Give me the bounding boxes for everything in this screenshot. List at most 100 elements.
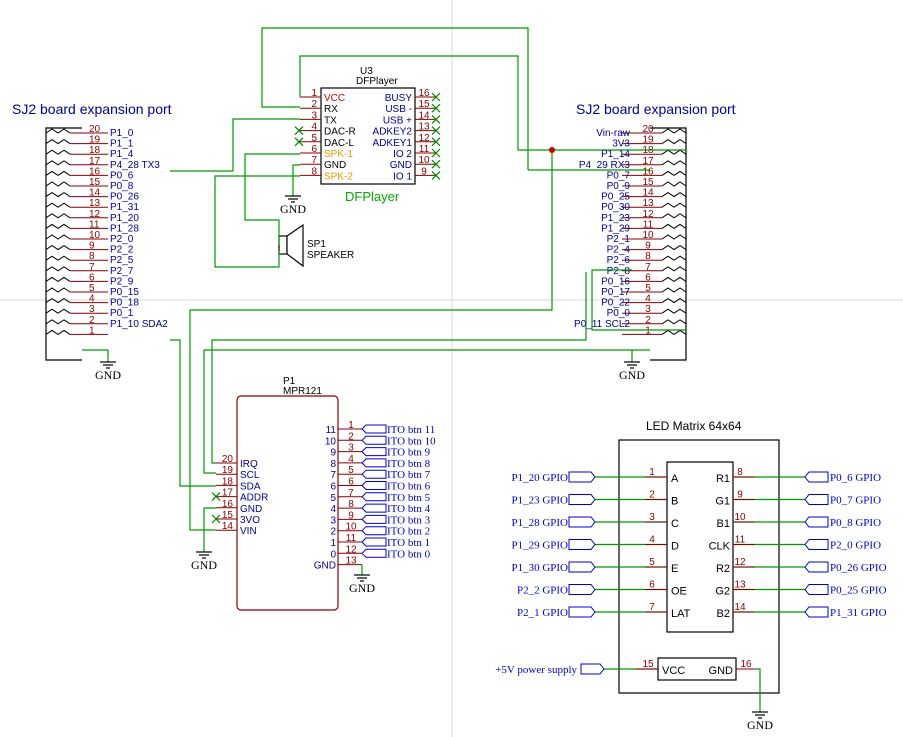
dfplayer-pin-name: BUSY xyxy=(385,93,413,104)
header-pin-mark xyxy=(45,319,71,325)
btn-port-flag xyxy=(361,514,387,524)
led-pin-name: A xyxy=(671,473,679,485)
wire-vcc xyxy=(299,55,686,151)
mpr121-ref: P1 xyxy=(283,376,296,387)
header-pin-number: 11 xyxy=(643,219,654,230)
mpr121-pin-number: 11 xyxy=(346,533,357,544)
no-connect-mark xyxy=(211,514,221,524)
header-net-label: P0_25 xyxy=(601,192,630,203)
header-pin-number: 13 xyxy=(642,198,654,209)
led-port-flag xyxy=(804,471,829,483)
btn-port-flag xyxy=(361,435,387,445)
mpr121-pin-name: 3 xyxy=(330,515,336,526)
header-pin-mark xyxy=(45,181,71,187)
gnd-label: GND xyxy=(619,368,645,382)
header-pin-number: 19 xyxy=(642,135,654,146)
header-net-label: P0_15 xyxy=(110,287,139,298)
header-net-label: P1_29 xyxy=(601,223,630,234)
header-net-label: P0_1 xyxy=(110,308,134,319)
led-pin-number: 2 xyxy=(649,490,655,501)
header-net-label: P2_6 xyxy=(607,255,631,266)
mpr121-pin-name: 0 xyxy=(330,549,336,560)
mpr121-pin-number: 8 xyxy=(348,499,354,510)
gnd-label: GND xyxy=(747,718,773,732)
header-pin-number: 20 xyxy=(89,124,101,135)
header-net-label: P2_7 xyxy=(110,266,134,277)
header-net-label: P0_6 xyxy=(110,170,134,181)
btn-port-label: ITO btn 3 xyxy=(387,514,431,526)
dfplayer-pin-name: ADKEY2 xyxy=(373,127,413,138)
header-pin-mark xyxy=(661,181,687,187)
wire-spk2 xyxy=(214,175,300,268)
wire-3v3-vin xyxy=(189,150,553,531)
header-pin-mark xyxy=(661,213,687,219)
header-pin-number: 18 xyxy=(89,145,101,156)
header-pin-mark xyxy=(661,170,687,177)
led-port-flag xyxy=(804,584,829,595)
header-pin-mark xyxy=(45,128,71,134)
header-pin-mark xyxy=(45,308,71,314)
dfplayer-pin-name: USB + xyxy=(383,115,412,126)
led-pin-number: 4 xyxy=(649,535,655,546)
header-pin-number: 18 xyxy=(642,145,654,156)
dfplayer-pin-name: DAC-R xyxy=(324,127,356,138)
header-net-label: P0_17 xyxy=(601,287,630,298)
dfplayer-pin-name: IO 1 xyxy=(393,171,412,182)
header-pin-number: 5 xyxy=(645,283,651,294)
header-net-label: P2_0 xyxy=(110,234,134,245)
gnd-label: GND xyxy=(95,368,121,382)
no-connect-mark xyxy=(294,126,304,136)
wire-scl-a xyxy=(591,269,686,331)
btn-port-label: ITO btn 9 xyxy=(387,447,431,459)
mpr121-pin-name: 8 xyxy=(330,459,336,470)
led-pin-name: B xyxy=(671,496,678,508)
led-pin-number: 16 xyxy=(740,659,752,670)
mpr121-pin-number: 18 xyxy=(222,476,234,487)
right-header-outline xyxy=(650,127,687,361)
mpr121-pin-number: 16 xyxy=(222,499,234,510)
dfplayer-pin-name: SPK-1 xyxy=(324,149,353,160)
led-pin-name: D xyxy=(671,541,679,553)
led-pin-name: R1 xyxy=(716,473,730,485)
mpr121-body xyxy=(236,395,339,611)
mpr121-pin-number: 12 xyxy=(345,544,357,555)
led-port-flag xyxy=(804,561,829,573)
header-pin-number: 9 xyxy=(645,241,651,252)
header-pin-mark xyxy=(661,191,687,198)
header-net-label: P0_11 SCL2 xyxy=(574,319,630,330)
header-pin-mark xyxy=(45,255,71,261)
led-pin-name: B1 xyxy=(717,518,730,530)
led-pin-name: C xyxy=(671,518,679,530)
header-pin-mark xyxy=(45,213,71,219)
btn-port-label: ITO btn 6 xyxy=(387,481,431,493)
header-pin-number: 1 xyxy=(645,325,651,336)
led-port-label: P0_26 GPIO xyxy=(830,562,887,574)
header-net-label: P1_4 xyxy=(110,149,134,160)
dfplayer-pin-name: RX xyxy=(324,104,338,115)
dfplayer-pin-number: 16 xyxy=(418,88,430,99)
header-pin-mark xyxy=(661,128,687,134)
header-pin-number: 5 xyxy=(89,283,95,294)
header-pin-mark xyxy=(661,202,687,208)
header-pin-number: 19 xyxy=(89,135,101,146)
header-net-label: P2_9 xyxy=(110,276,134,287)
led-port-label: P0_6 GPIO xyxy=(830,472,881,484)
no-connect-mark xyxy=(431,92,441,102)
no-connect-mark xyxy=(431,159,441,169)
header-net-label: P2_4 xyxy=(607,245,631,256)
header-pin-number: 17 xyxy=(89,156,101,167)
dfplayer-pin-number: 5 xyxy=(311,133,317,144)
mpr121-pin-name: 3VO xyxy=(240,515,260,526)
btn-port-label: ITO btn 0 xyxy=(387,548,431,560)
led-pin-number: 9 xyxy=(737,490,743,501)
led-port-label: P2_2 GPIO xyxy=(517,585,568,597)
header-pin-mark xyxy=(45,138,71,145)
mpr121-pin-name: SCL xyxy=(240,470,260,481)
header-pin-number: 10 xyxy=(642,230,654,241)
led-pin-number: 3 xyxy=(649,512,655,523)
mpr121-pin-number: 20 xyxy=(222,454,234,465)
dfplayer-pin-number: 10 xyxy=(418,155,430,166)
mpr121-pin-number: 5 xyxy=(348,465,354,476)
led-pin-number: 7 xyxy=(649,602,655,613)
